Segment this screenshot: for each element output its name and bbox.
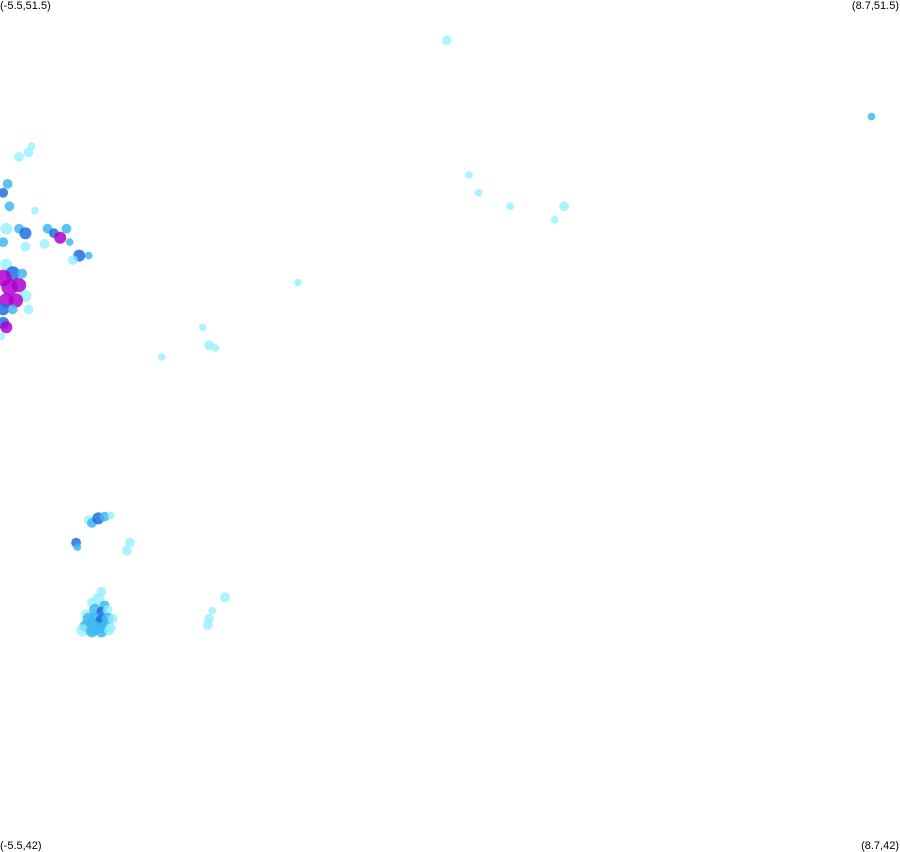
map-point-medium [61,223,72,234]
map-point-light [27,142,36,150]
map-point-light [23,147,34,158]
map-point-light [199,323,207,332]
map-point-medium [85,625,98,638]
corner-label-top-left: (-5.5,51.5) [0,0,51,12]
map-point-medium [73,543,82,551]
map-point-medium [95,625,108,638]
map-point-light [107,613,118,624]
map-point-light [220,592,230,603]
map-point-light [550,215,559,224]
map-point-light [506,202,514,211]
map-point-light [474,189,483,197]
map-point-light [39,239,50,249]
map-point-light [465,171,473,179]
map-point-light [441,35,452,46]
observation-points [0,35,876,638]
map-point-light [102,605,113,615]
corner-label-bottom-right: (8.7,42) [861,840,899,852]
map-point-medium [17,268,28,279]
map-point-light [20,241,31,252]
map-point-light [76,624,89,637]
map-point-medium [4,201,15,212]
map-point-light [157,353,166,361]
map-point-dark [0,187,9,198]
map-point-light [204,340,215,351]
map-point-light [0,332,6,341]
map-point-medium [65,238,74,246]
map-point-medium [84,251,93,260]
map-point-light [203,620,213,630]
map-point-dark [0,303,10,316]
map-point-light [104,625,114,636]
map-point-light [294,278,302,287]
map-point-magenta [11,278,27,293]
map-point-medium [2,179,13,189]
map-point-medium [99,511,110,522]
map-point-dark [19,227,32,240]
map-point-medium [7,304,18,315]
map-point-light [23,304,34,315]
map-point-light [124,537,135,548]
map-point-light [31,207,39,215]
map-point-light [107,511,115,520]
map-point-medium [0,237,9,247]
map-point-light [211,344,220,352]
map-point-light [14,152,24,162]
map-point-medium [867,112,876,121]
map-point-magenta [0,321,13,334]
map-point-magenta [54,231,67,244]
map-point-light [121,545,132,556]
map-point-light [559,201,569,212]
corner-label-bottom-left: (-5.5,42) [0,840,42,852]
map-point-light [68,255,78,265]
corner-label-top-right: (8.7,51.5) [851,0,899,12]
map-point-light [208,606,217,615]
map-point-light [0,222,13,235]
